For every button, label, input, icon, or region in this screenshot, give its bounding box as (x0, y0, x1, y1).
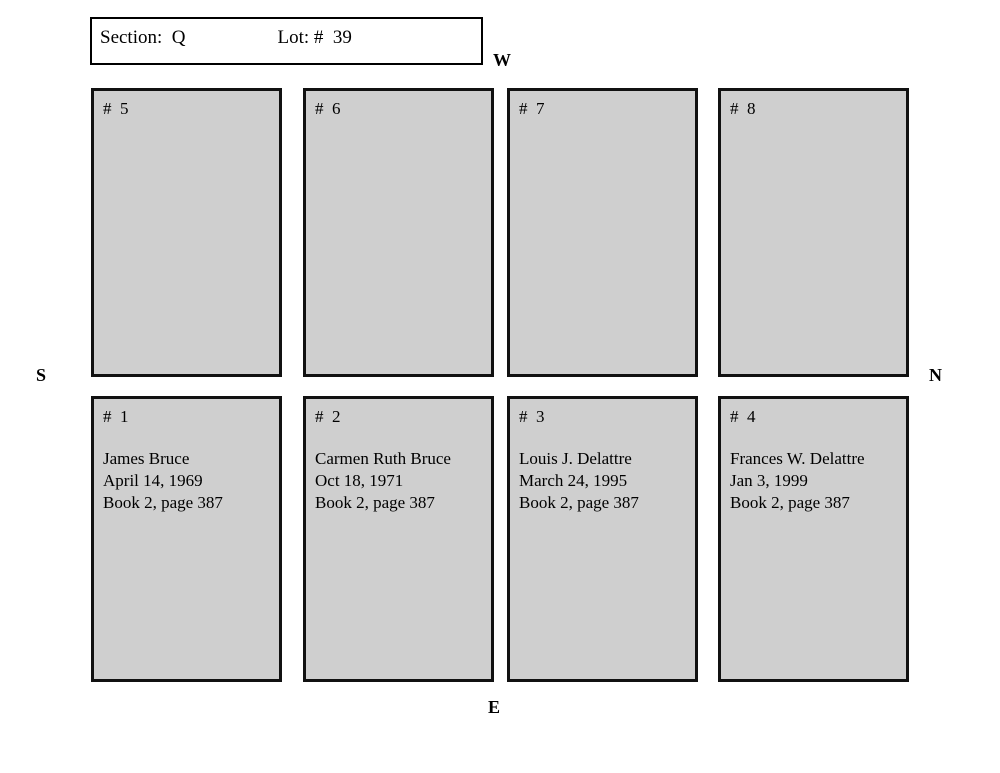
grave-plot-1[interactable]: # 1 James Bruce April 14, 1969 Book 2, p… (91, 396, 282, 682)
plot-occupant-date: Jan 3, 1999 (730, 471, 808, 490)
plot-occupant-name: James Bruce (103, 449, 190, 468)
plot-number: # 5 (103, 99, 129, 118)
plot-number: # 1 (103, 407, 129, 426)
grave-plot-3[interactable]: # 3 Louis J. Delattre March 24, 1995 Boo… (507, 396, 698, 682)
plot-book-reference: Book 2, page 387 (103, 493, 223, 512)
header-fields-row: Section: Q Lot: # 39 (92, 25, 481, 51)
plot-number: # 8 (730, 99, 756, 118)
plot-details: Louis J. Delattre March 24, 1995 Book 2,… (519, 448, 691, 514)
plot-occupant-name: Frances W. Delattre (730, 449, 865, 468)
plot-number: # 2 (315, 407, 341, 426)
plot-details: Frances W. Delattre Jan 3, 1999 Book 2, … (730, 448, 902, 514)
plot-book-reference: Book 2, page 387 (519, 493, 639, 512)
compass-label-west: W (493, 50, 511, 70)
plot-number: # 4 (730, 407, 756, 426)
compass-label-south: S (36, 365, 47, 385)
grave-plot-7[interactable]: # 7 (507, 88, 698, 377)
grave-plot-5[interactable]: # 5 (91, 88, 282, 377)
lot-field: Lot: # 39 (277, 27, 352, 48)
plot-details: James Bruce April 14, 1969 Book 2, page … (103, 448, 275, 514)
grave-plot-2[interactable]: # 2 Carmen Ruth Bruce Oct 18, 1971 Book … (303, 396, 494, 682)
section-field: Section: Q (100, 27, 186, 48)
plot-occupant-name: Louis J. Delattre (519, 449, 632, 468)
plot-book-reference: Book 2, page 387 (315, 493, 435, 512)
section-lot-header-box: Section: Q Lot: # 39 (90, 17, 483, 65)
plot-number: # 7 (519, 99, 545, 118)
plot-occupant-date: Oct 18, 1971 (315, 471, 404, 490)
plot-book-reference: Book 2, page 387 (730, 493, 850, 512)
grave-plot-6[interactable]: # 6 (303, 88, 494, 377)
grave-plot-8[interactable]: # 8 (718, 88, 909, 377)
plot-number: # 3 (519, 407, 545, 426)
plot-occupant-date: March 24, 1995 (519, 471, 628, 490)
compass-label-north: N (929, 365, 942, 385)
grave-plot-4[interactable]: # 4 Frances W. Delattre Jan 3, 1999 Book… (718, 396, 909, 682)
plot-occupant-name: Carmen Ruth Bruce (315, 449, 451, 468)
plot-details: Carmen Ruth Bruce Oct 18, 1971 Book 2, p… (315, 448, 487, 514)
plot-number: # 6 (315, 99, 341, 118)
plot-occupant-date: April 14, 1969 (103, 471, 203, 490)
compass-label-east: E (488, 697, 501, 717)
